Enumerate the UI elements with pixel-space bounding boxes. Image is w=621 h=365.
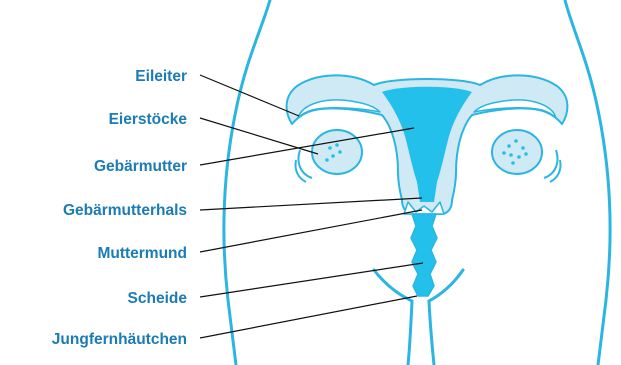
right-hip-outline xyxy=(565,0,610,365)
leader-muttermund xyxy=(200,210,422,252)
leader-eierstoecke xyxy=(200,118,318,154)
label-eierstoecke: Eierstöcke xyxy=(109,111,188,128)
right-ovary xyxy=(492,130,542,174)
leader-eileiter xyxy=(200,75,299,116)
label-gebaermutter: Gebärmutter xyxy=(94,158,187,175)
label-muttermund: Muttermund xyxy=(97,245,187,262)
left-thigh-inner xyxy=(374,270,412,365)
right-fimbria xyxy=(544,150,561,182)
label-scheide: Scheide xyxy=(128,290,188,307)
vagina xyxy=(411,214,437,296)
leader-gebaermutterhals xyxy=(200,198,422,210)
left-hip-outline xyxy=(224,0,270,365)
left-fimbria xyxy=(295,150,312,182)
leader-scheide xyxy=(200,263,423,297)
left-ovary xyxy=(312,130,362,174)
reproductive-organs xyxy=(287,75,568,296)
labels: Eileiter Eierstöcke Gebärmutter Gebärmut… xyxy=(52,68,188,348)
leader-jungfernhaeutchen xyxy=(200,296,417,338)
label-gebaermutterhals: Gebärmutterhals xyxy=(63,202,187,219)
label-eileiter: Eileiter xyxy=(135,68,187,85)
label-jungfernhaeutchen: Jungfernhäutchen xyxy=(52,331,187,348)
